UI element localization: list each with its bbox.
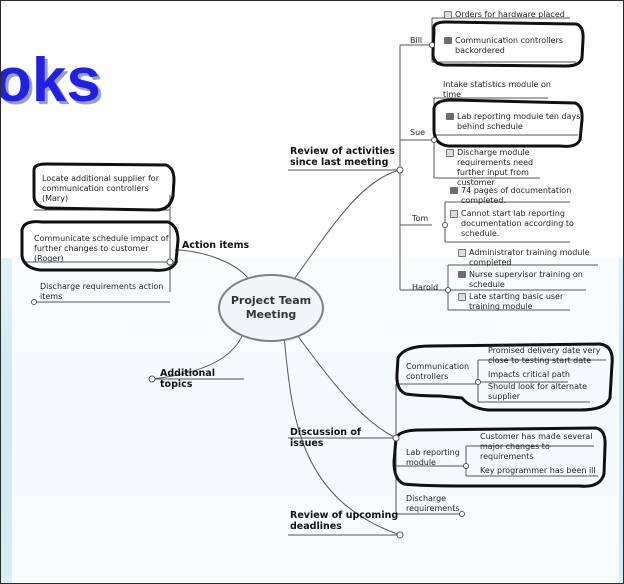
harold-item-admin[interactable]: Administrator training module completed [458,248,609,268]
action-item-discharge[interactable]: Discharge requirements action items [40,282,164,301]
action-item-communicate[interactable]: Communicate schedule impact of further c… [34,234,169,263]
branch-review-activities[interactable]: Review of activities since last meeting [290,146,395,168]
tom-item-pages[interactable]: 74 pages of documentation completed. [450,186,585,206]
bill-item-controllers[interactable]: Communication controllers backordered [444,36,581,56]
document-icon [444,11,452,19]
clock-icon [450,210,458,218]
issue-lab-requirements[interactable]: Customer has made several major changes … [480,432,593,461]
issue-lab-reporting[interactable]: Lab reporting module [406,448,460,467]
branch-additional-topics[interactable]: Additional topics [160,368,215,390]
sue-item-intake[interactable]: Intake statistics module on time [443,80,551,99]
harold-item-nurse[interactable]: Nurse supervisor training on schedule [458,270,599,290]
flag-icon [458,271,466,278]
harold-item-late[interactable]: Late starting basic user training module [458,292,587,312]
central-topic[interactable]: Project Team Meeting [218,274,324,342]
issue-comm-alternate-supplier[interactable]: Should look for alternate supplier [488,382,588,401]
issue-discharge-requirements[interactable]: Discharge requirements [406,494,460,513]
action-item-supplier[interactable]: Locate additional supplier for communica… [42,174,159,203]
branch-discussion-of-issues[interactable]: Discussion of issues [290,427,362,449]
person-harold[interactable]: Harold [412,283,439,292]
branch-review-deadlines[interactable]: Review of upcoming deadlines [290,510,399,532]
issue-communication-controllers[interactable]: Communication controllers [406,362,470,381]
issue-lab-programmer-ill[interactable]: Key programmer has been ill [480,466,596,475]
document-icon [446,149,454,157]
person-bill[interactable]: Bill [410,36,423,45]
slide-title: oks [0,46,101,115]
person-sue[interactable]: Sue [410,128,426,137]
person-tom[interactable]: Tom [412,214,429,223]
issue-comm-delivery[interactable]: Promised delivery date very close to tes… [488,346,601,365]
progress-icon [450,187,458,194]
issue-comm-critical-path[interactable]: Impacts critical path [488,370,570,379]
clock-icon [458,293,466,301]
branch-action-items[interactable]: Action items [182,240,250,251]
flag-icon [444,37,452,44]
tom-item-cannot-start[interactable]: Cannot start lab reporting documentation… [450,209,581,239]
sue-item-discharge[interactable]: Discharge module requirements need furth… [446,148,557,188]
flag-icon [446,113,454,120]
bill-item-orders[interactable]: Orders for hardware placed [444,10,595,20]
document-icon [458,249,466,257]
sue-item-lab[interactable]: Lab reporting module ten days behind sch… [446,112,587,132]
